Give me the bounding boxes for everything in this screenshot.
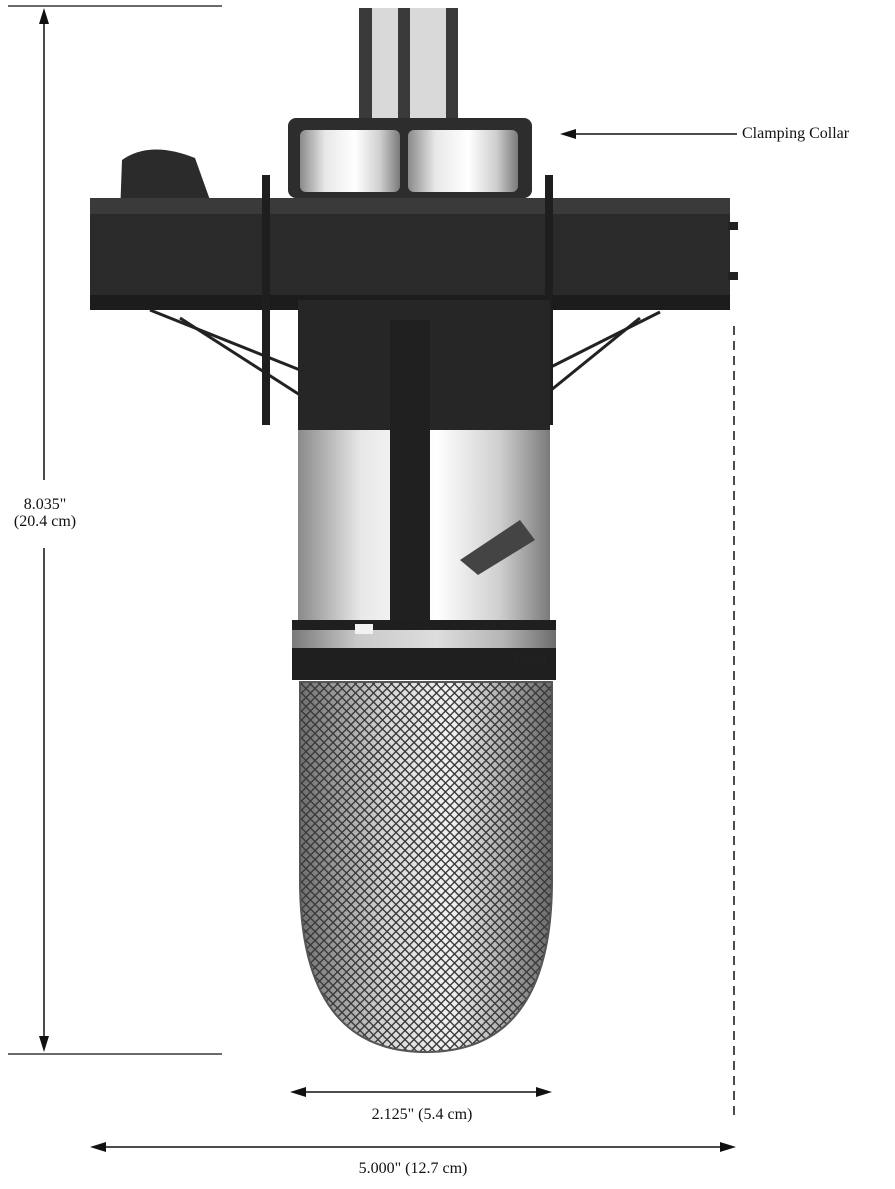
clamping-collar <box>288 118 532 198</box>
clamping-collar-label: Clamping Collar <box>742 125 850 142</box>
microphone-body <box>292 300 556 680</box>
mic-badge-text: T9000 <box>512 652 547 666</box>
height-label-cm: (20.4 cm) <box>13 513 77 530</box>
microphone-grille <box>299 681 553 1054</box>
height-dimension <box>8 5 222 1055</box>
height-label-inches: 8.035" <box>23 496 67 513</box>
stand-rods <box>359 8 458 128</box>
body-width-dimension <box>290 1087 552 1097</box>
mount-width-dimension <box>90 1142 736 1152</box>
mount-width-label: 5.000" (12.7 cm) <box>358 1160 468 1177</box>
body-width-label: 2.125" (5.4 cm) <box>371 1106 473 1123</box>
clamping-collar-leader <box>560 129 737 139</box>
